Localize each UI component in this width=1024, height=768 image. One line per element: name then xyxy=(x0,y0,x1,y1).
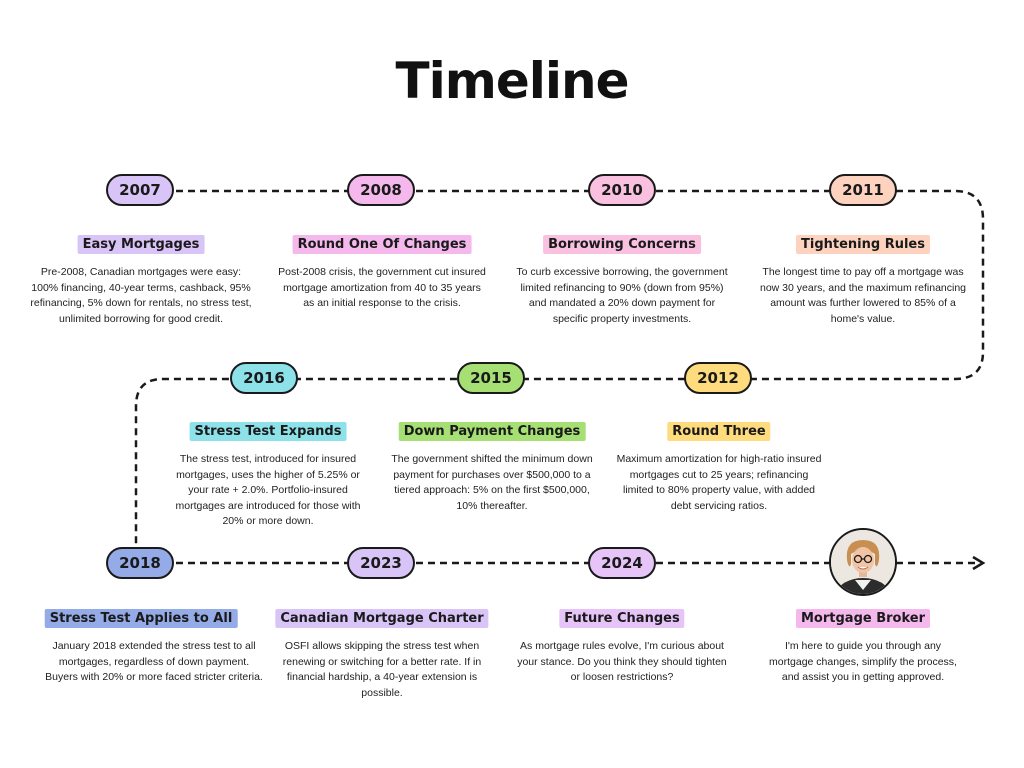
event-title-mortgage-charter: Canadian Mortgage Charter xyxy=(275,609,489,628)
event-desc-2016: The stress test, introduced for insured … xyxy=(175,453,361,527)
arrow-head-icon xyxy=(972,555,986,571)
broker-title: Mortgage Broker xyxy=(796,609,930,628)
event-desc-2011: The longest time to pay off a mortgage w… xyxy=(759,266,967,325)
event-desc-2012: Maximum amortization for high-ratio insu… xyxy=(616,453,822,512)
event-desc-2024: As mortgage rules evolve, I'm curious ab… xyxy=(517,640,727,683)
event-title-stress-test-expands: Stress Test Expands xyxy=(189,422,347,441)
year-badge-2011: 2011 xyxy=(829,174,897,206)
event-title-down-payment-changes: Down Payment Changes xyxy=(398,422,586,441)
year-badge-2015: 2015 xyxy=(457,362,525,394)
year-badge-2023: 2023 xyxy=(347,547,415,579)
broker-desc: I'm here to guide you through any mortga… xyxy=(769,640,957,683)
event-desc-2008: Post-2008 crisis, the government cut ins… xyxy=(278,266,486,309)
event-title-easy-mortgages: Easy Mortgages xyxy=(77,235,205,254)
event-desc-2015: The government shifted the minimum down … xyxy=(391,453,593,512)
year-badge-2012: 2012 xyxy=(684,362,752,394)
page-title: Timeline xyxy=(395,52,629,110)
year-badge-2007: 2007 xyxy=(106,174,174,206)
event-desc-2007: Pre-2008, Canadian mortgages were easy: … xyxy=(30,266,252,325)
event-title-future-changes: Future Changes xyxy=(559,609,685,628)
event-desc-2023: OSFI allows skipping the stress test whe… xyxy=(282,640,482,699)
event-desc-2010: To curb excessive borrowing, the governm… xyxy=(516,266,728,325)
event-title-stress-test-applies: Stress Test Applies to All xyxy=(44,609,238,628)
event-title-round-three: Round Three xyxy=(667,422,771,441)
year-badge-2016: 2016 xyxy=(230,362,298,394)
year-badge-2024: 2024 xyxy=(588,547,656,579)
year-badge-2008: 2008 xyxy=(347,174,415,206)
person-portrait-icon xyxy=(829,528,897,596)
event-desc-2018: January 2018 extended the stress test to… xyxy=(45,640,263,683)
event-title-borrowing-concerns: Borrowing Concerns xyxy=(543,235,701,254)
event-title-tightening-rules: Tightening Rules xyxy=(796,235,930,254)
event-title-round-one: Round One Of Changes xyxy=(292,235,472,254)
year-badge-2018: 2018 xyxy=(106,547,174,579)
year-badge-2010: 2010 xyxy=(588,174,656,206)
